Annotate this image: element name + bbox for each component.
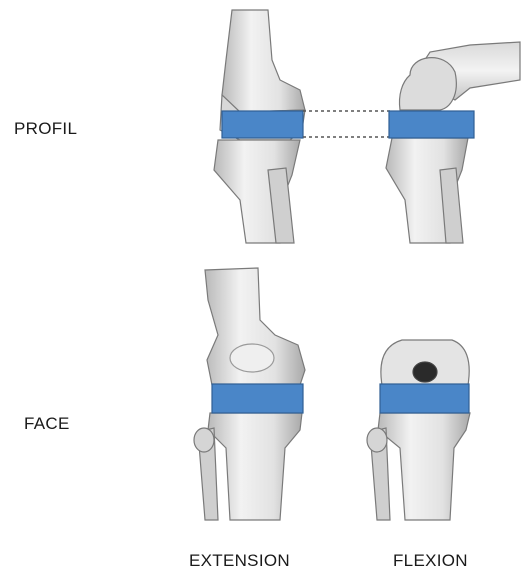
spacer-block-face-extension [212, 384, 303, 413]
row-label-profile: PROFIL [14, 119, 77, 139]
column-label-extension: EXTENSION [189, 551, 290, 571]
gap-dashed-lines [303, 111, 390, 137]
knee-face-flexion [367, 340, 470, 520]
knee-profile-flexion [386, 42, 520, 243]
spacer-block-profile-flexion [389, 111, 474, 138]
column-label-flexion: FLEXION [393, 551, 468, 571]
row-label-face: FACE [24, 414, 70, 434]
spacer-block-profile-extension [222, 111, 303, 138]
spacer-block-face-flexion [380, 384, 469, 413]
